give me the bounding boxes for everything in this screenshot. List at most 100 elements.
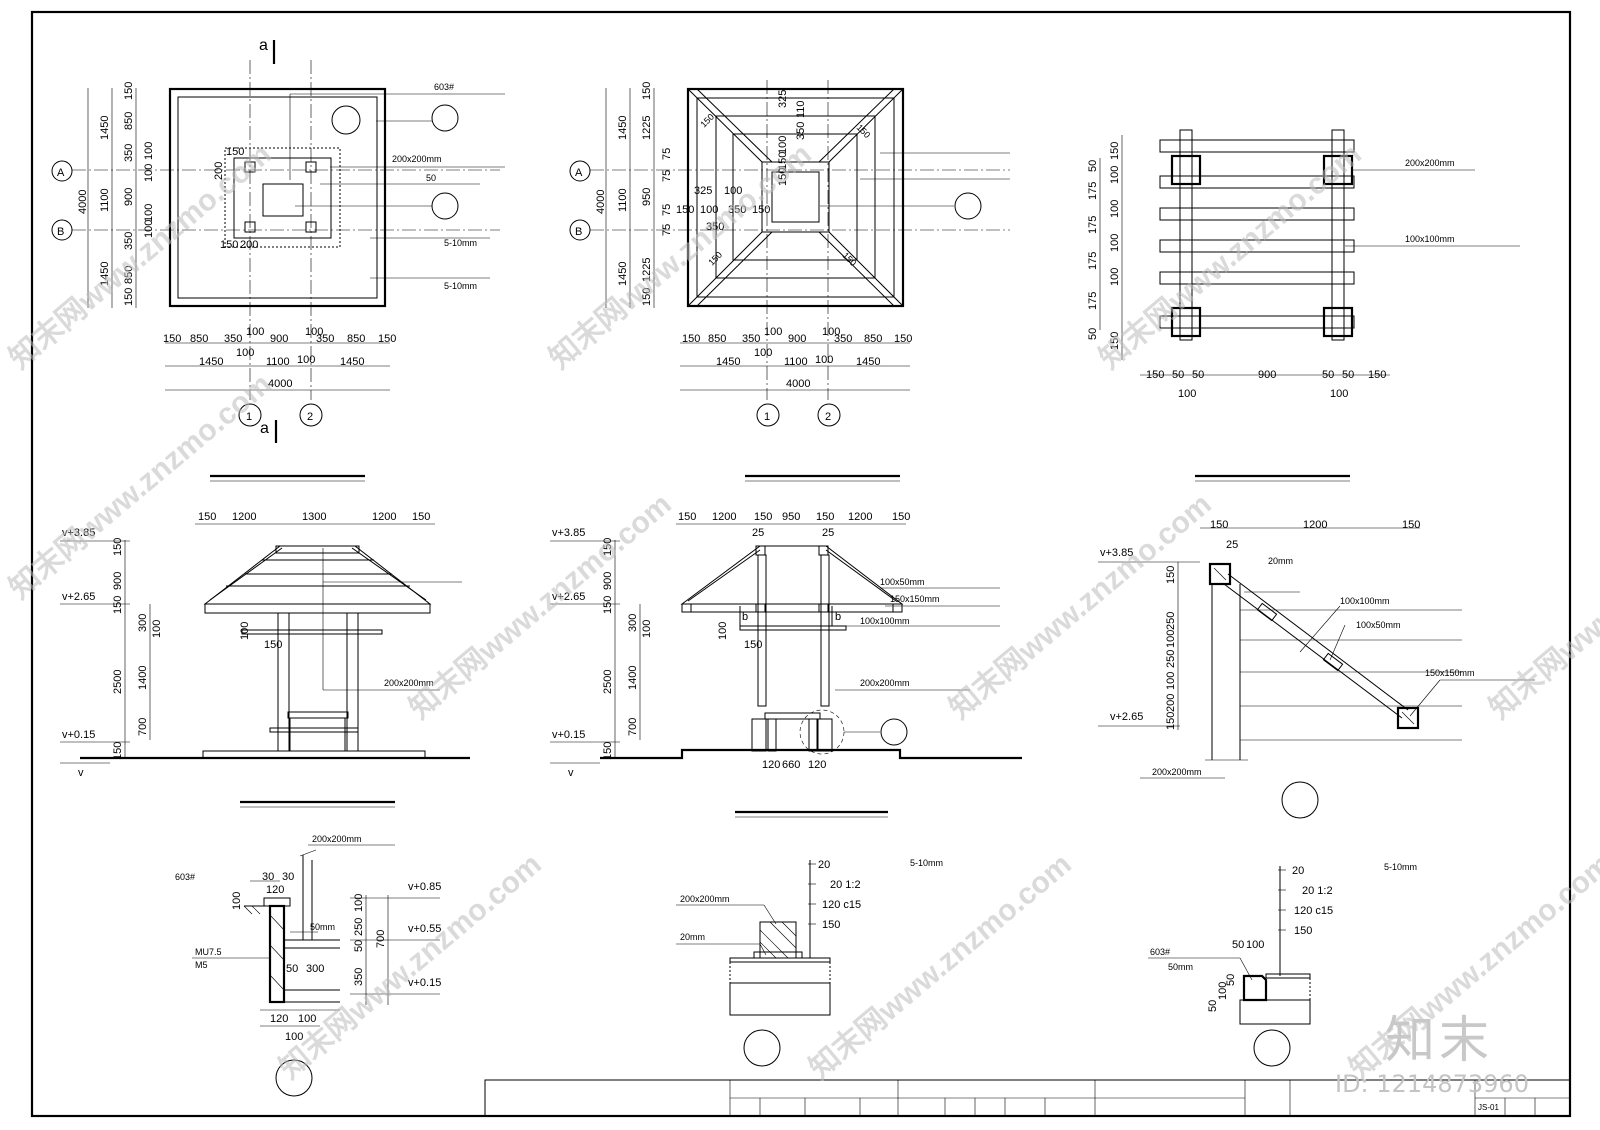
label-gravel-edge: 5-10mm xyxy=(1384,862,1417,872)
dim-edge-2: 50 xyxy=(1225,974,1237,986)
dim-mid-left-inner-3: 75 xyxy=(661,170,673,182)
dim-inside-9: 150 xyxy=(777,152,789,170)
plan-mid: A B 1 2 150 850 350 100 900 100 350 850 … xyxy=(569,80,1010,427)
level-385-mid: v+3.85 xyxy=(552,527,585,539)
dim-top-0: 150 xyxy=(163,333,181,345)
dim-elev-mid-inner-1: 1400 xyxy=(627,666,639,690)
dim-left-outer-0: 1450 xyxy=(99,116,111,140)
dim-elev-mid-top-3: 950 xyxy=(782,511,800,523)
level-015-mid: v+0.15 xyxy=(552,729,585,741)
dim-mid-bottom-2: 350 xyxy=(742,333,760,345)
section-b-left: b xyxy=(742,611,748,623)
dim-inside-10: 110 xyxy=(795,100,807,118)
dim-elev-mid-top-small-1: 25 xyxy=(822,527,834,539)
detail-footing: 20 20 1:2 120 c15 150 200x200mm 20mm 5-1… xyxy=(676,858,943,1067)
dim-top-6: 350 xyxy=(316,333,334,345)
label-200x200-mid: 200x200mm xyxy=(860,678,910,688)
dim-elev-left-left-4: 700 xyxy=(137,718,149,736)
dim-elev-mid-top-2: 150 xyxy=(754,511,772,523)
dim-elev-left-top-4: 150 xyxy=(412,511,430,523)
dim-elev-mid-left-2: 150 xyxy=(602,596,614,614)
dim-right-left-3: 175 xyxy=(1087,182,1099,200)
dim-elev-mid-left-5: 150 xyxy=(602,742,614,760)
dim-mid-bottom-1: 850 xyxy=(708,333,726,345)
dim-mid-left-total: 4000 xyxy=(595,190,607,214)
layer-footing-1: 20 1:2 xyxy=(830,879,861,891)
dim-inside-7: 100 xyxy=(777,136,789,154)
dim-top-7: 850 xyxy=(347,333,365,345)
axis-b-left: B xyxy=(57,226,64,238)
dim-elev-left-left-1: 900 xyxy=(112,572,124,590)
dim-bench-right-0: 100 xyxy=(353,894,365,912)
level-0-left: v xyxy=(78,767,84,779)
dim-mid-total: 4000 xyxy=(786,378,810,390)
label-20mm-footing: 20mm xyxy=(680,932,705,942)
label-603-bench: 603# xyxy=(175,872,195,882)
dim-inside-0: 325 xyxy=(694,185,712,197)
dim-elev-mid-inner-3: 100 xyxy=(717,622,729,640)
dim-inner-3: 200 xyxy=(240,239,258,251)
dim-right-bottom-1: 50 xyxy=(1172,369,1184,381)
dim-left-inner-2: 350 xyxy=(123,144,135,162)
dim-mid-bottom-4: 900 xyxy=(788,333,806,345)
label-200x200-left: 200x200mm xyxy=(392,154,442,164)
dim-right-bottom-6: 150 xyxy=(1368,369,1386,381)
view-title-underlines xyxy=(210,474,1350,818)
dim-bench-top-1: 30 xyxy=(282,871,294,883)
dim-left-inner-4: 900 xyxy=(123,188,135,206)
dim-top-2: 350 xyxy=(224,333,242,345)
axis-2-left: 2 xyxy=(307,411,313,423)
dim-mid-row-1: 1100 xyxy=(784,356,808,368)
layer-footing-2: 120 c15 xyxy=(822,899,861,911)
drawing-number: JS-01 xyxy=(1478,1103,1499,1112)
label-gravel-b-left: 5-10mm xyxy=(444,281,477,291)
watermark-text: 知末网www.znzmo.com xyxy=(1093,138,1367,376)
dim-elev-mid-top-5: 1200 xyxy=(848,511,872,523)
dim-inside-3: 100 xyxy=(700,204,718,216)
dim-bench-right-3: 700 xyxy=(375,930,387,948)
dim-inside-11: 150 xyxy=(777,168,789,186)
dim-edge-0: 50 xyxy=(1232,939,1244,951)
dim-mid-left-outer-0: 1450 xyxy=(617,116,629,140)
label-mu75-bench: MU7.5 xyxy=(195,947,222,957)
dim-left-inner-1: 850 xyxy=(123,112,135,130)
dim-left-outer-1: 1100 xyxy=(99,188,111,212)
dim-right-bottom-small-1: 100 xyxy=(1330,388,1348,400)
dim-mid-small-1: 100 xyxy=(297,354,315,366)
dim-elev-left-inner-2: 100 xyxy=(151,620,163,638)
dim-roof-top-1: 1200 xyxy=(1303,519,1327,531)
watermark-text: 知末网www.znzmo.com xyxy=(3,368,277,606)
dim-elev-mid-left-4: 700 xyxy=(627,718,639,736)
dim-inner-0: 150 xyxy=(226,146,244,158)
dim-right-bottom-small-0: 100 xyxy=(1178,388,1196,400)
dim-elev-left-left-5: 150 xyxy=(112,742,124,760)
dim-right-left-2: 100 xyxy=(1109,166,1121,184)
elevation-left: 200x200mm 150 1200 1300 1200 150 v+3.85 … xyxy=(60,511,470,779)
layer-footing-3: 150 xyxy=(822,919,840,931)
axis-b-mid: B xyxy=(575,226,582,238)
label-200x200-footing: 200x200mm xyxy=(680,894,730,904)
dim-elev-left-inner-4: 150 xyxy=(264,639,282,651)
dim-roof-left-4: 100 xyxy=(1165,672,1177,690)
dim-roof-top-0: 150 xyxy=(1210,519,1228,531)
dim-edge-1: 100 xyxy=(1246,939,1264,951)
dim-roof-left-1: 250 xyxy=(1165,612,1177,630)
dim-mid-left-outer-1: 1100 xyxy=(617,188,629,212)
watermark-brand: 知末 xyxy=(1385,1011,1493,1069)
dim-mid-left-inner-2: 75 xyxy=(661,148,673,160)
layer-edge-1: 20 1:2 xyxy=(1302,885,1333,897)
level-265-roof: v+2.65 xyxy=(1110,711,1143,723)
dim-right-left-4: 100 xyxy=(1109,200,1121,218)
dim-inside-4: 350 xyxy=(728,204,746,216)
dim-diag-3: 150 xyxy=(841,250,859,268)
dim-mid-2: 1450 xyxy=(340,356,364,368)
label-100x50-mid: 100x50mm xyxy=(880,577,925,587)
label-100x100-roof: 100x100mm xyxy=(1340,596,1390,606)
section-mark-bottom: a xyxy=(260,420,269,437)
dim-bench-bottom-total: 100 xyxy=(285,1031,303,1043)
dim-bench-right-2: 50 xyxy=(353,940,365,952)
dim-elev-left-inner-1: 1400 xyxy=(137,666,149,690)
dim-right-left-1: 50 xyxy=(1087,160,1099,172)
dim-elev-mid-inner-0: 300 xyxy=(627,614,639,632)
watermark-id: ID: 1214873960 xyxy=(1335,1070,1529,1098)
